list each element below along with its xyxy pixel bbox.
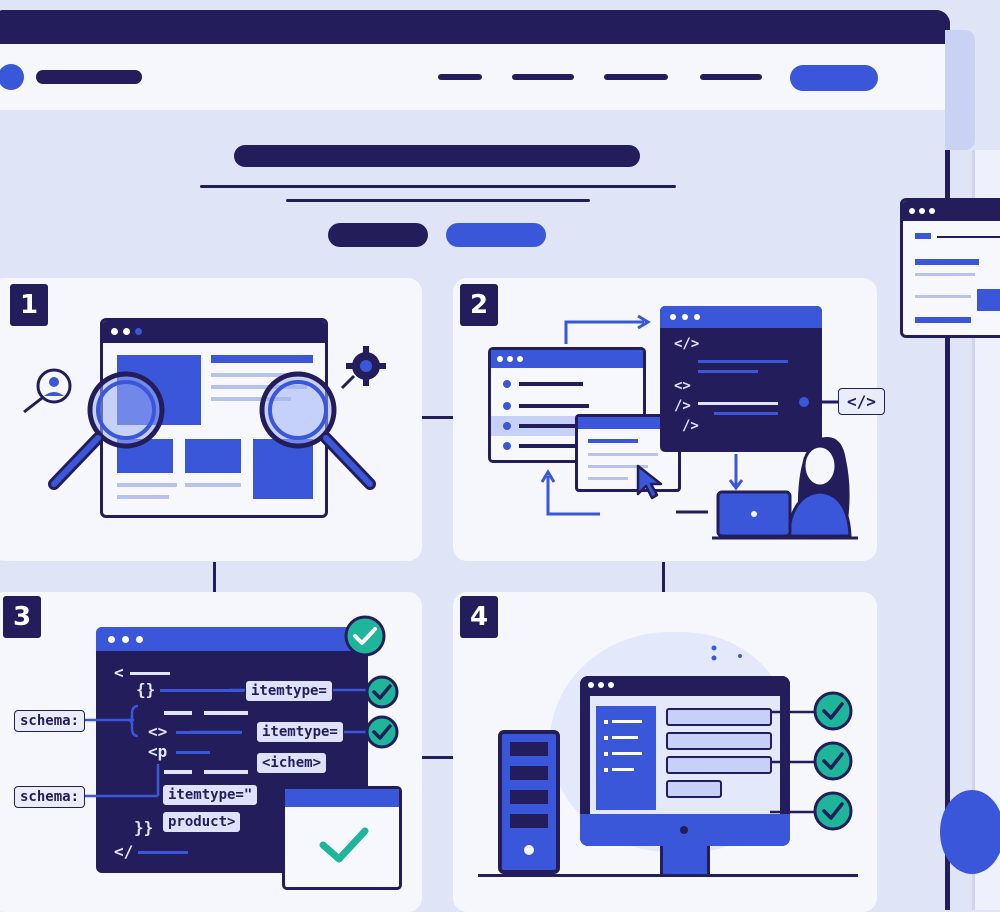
side-blue-blob	[945, 30, 975, 150]
step-3-code-line: <p	[148, 742, 168, 761]
monitor-stand	[660, 846, 710, 874]
step-2-number: 2	[460, 284, 498, 326]
step-3-code-bar	[160, 689, 244, 692]
step-3-code-bar	[204, 711, 248, 715]
step-3-code-line: {}	[136, 680, 156, 699]
nav-cta-button[interactable]	[790, 65, 878, 91]
server-icon	[498, 730, 560, 874]
logo-bar	[36, 70, 142, 84]
check-icon	[344, 615, 386, 657]
nav-link-3[interactable]	[604, 74, 668, 80]
laptop-icon	[712, 436, 858, 540]
magnifier-icon	[48, 371, 165, 490]
step-3-code-bar	[130, 672, 170, 675]
magnifier-icon	[259, 371, 376, 490]
step-2-arrows	[540, 314, 838, 516]
step-3-code-bar	[204, 770, 248, 774]
code-label: itemtype=	[256, 721, 344, 743]
connector-h-bottom	[422, 756, 454, 759]
side-blue-circle	[940, 790, 1000, 874]
user-icon	[23, 368, 72, 414]
step-3-code-bar	[176, 751, 210, 754]
connector-v-left	[213, 562, 216, 592]
step-3-code-bar	[164, 770, 192, 774]
mini-window	[900, 198, 1000, 338]
check-icon	[365, 675, 399, 709]
monitor-icon	[580, 676, 790, 846]
code-label: <ichem>	[256, 752, 328, 774]
logo-dot	[0, 64, 24, 90]
step-3-code-bar	[138, 851, 188, 854]
schema-label: schema:	[14, 786, 86, 808]
hero-button-blue[interactable]	[446, 223, 546, 247]
hero-line-1	[200, 185, 676, 188]
hero-title-bar	[234, 145, 640, 167]
check-icon	[813, 791, 853, 831]
step-3-code-line: <	[114, 663, 124, 682]
step-3-code-line: }}	[134, 818, 154, 837]
step-2-code-line: />	[682, 418, 699, 434]
step-2-code-line: <>	[674, 378, 691, 394]
nav-link-1[interactable]	[438, 74, 482, 80]
check-icon	[365, 715, 399, 749]
connector-h-top	[422, 416, 454, 419]
nav-link-2[interactable]	[512, 74, 574, 80]
step-2-code-line: </>	[674, 336, 700, 352]
step-3-code-line: </	[114, 842, 134, 861]
code-label: itemtype="	[162, 784, 259, 806]
step-2-code-tag: </>	[838, 388, 885, 415]
code-label: itemtype=	[245, 680, 333, 702]
check-icon	[813, 741, 853, 781]
server-desk-line	[478, 874, 858, 877]
step-4-number: 4	[460, 596, 498, 638]
hero-button-dark[interactable]	[328, 223, 428, 247]
cursor-icon	[636, 464, 663, 500]
schema-label: schema:	[14, 710, 86, 732]
step-3-check-window	[282, 786, 402, 890]
step-3-code-bar	[164, 711, 192, 715]
step-2-code-line: />	[674, 398, 691, 414]
check-icon	[813, 691, 853, 731]
dots-decor	[711, 645, 742, 661]
step-3-number: 3	[3, 596, 41, 638]
hero-line-2	[286, 199, 590, 202]
connector-v-right	[662, 562, 665, 592]
code-label: product>	[162, 811, 242, 833]
step-4-connectors	[770, 710, 814, 814]
step-1-number: 1	[10, 284, 48, 326]
nav-link-4[interactable]	[700, 74, 762, 80]
step-2-code-window: </> <> /> />	[660, 306, 822, 452]
gear-icon	[340, 346, 386, 390]
step-3-code-line: <>	[148, 722, 168, 741]
check-icon	[319, 827, 369, 863]
browser-title-bar	[0, 10, 950, 44]
